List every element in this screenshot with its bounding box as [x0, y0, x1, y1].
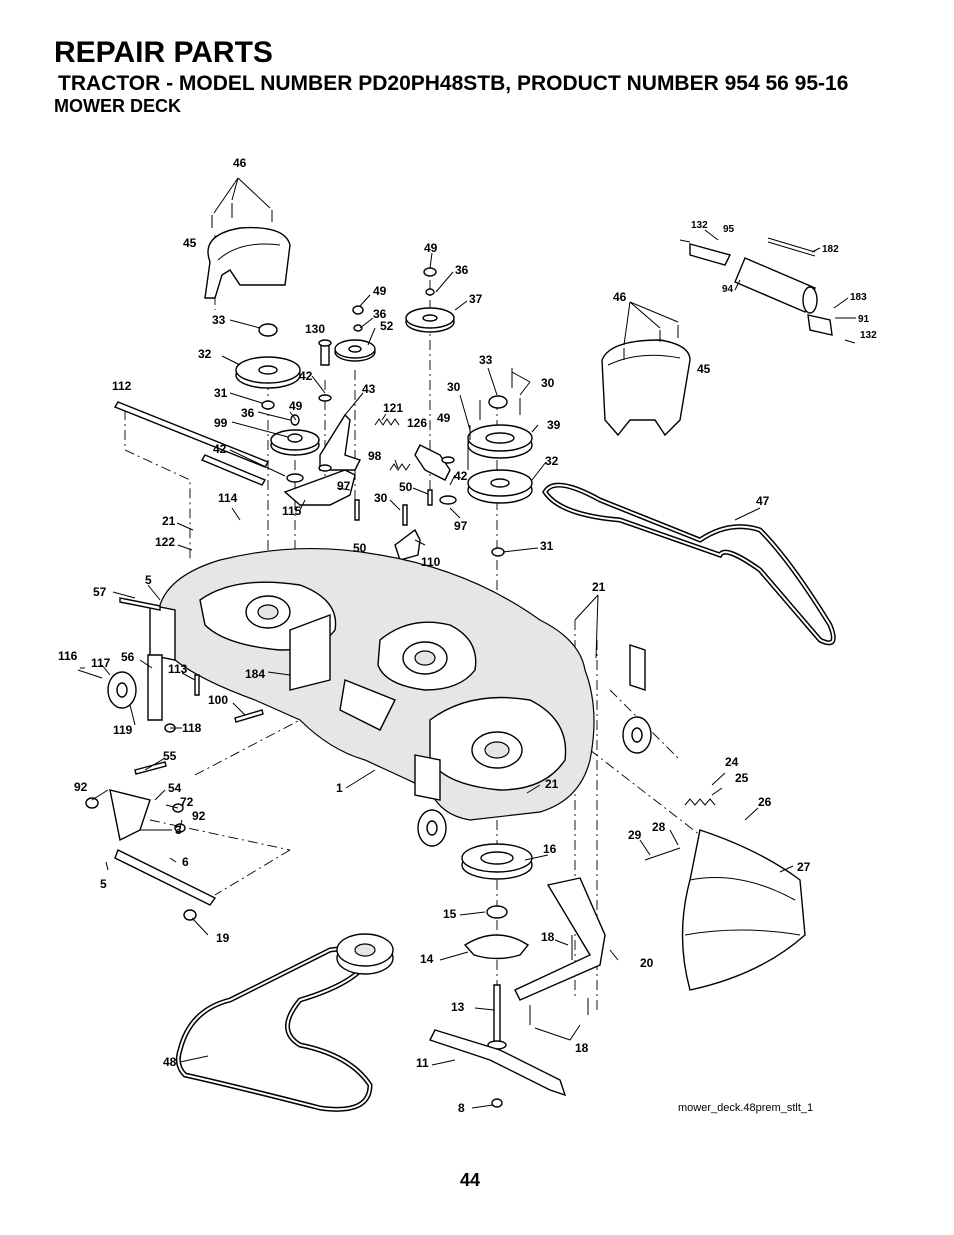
callout-label: 57 — [93, 585, 107, 599]
callout-label: 49 — [437, 411, 451, 425]
diagram-file-reference: mower_deck.48prem_stlt_1 — [678, 1102, 814, 1114]
callout-label: 49 — [289, 399, 303, 413]
callout-label: 19 — [216, 931, 230, 945]
callout-label: 13 — [451, 1000, 465, 1014]
callout-label: 30 — [447, 380, 461, 394]
callout-label: 36 — [241, 406, 255, 420]
callout-label: 182 — [822, 244, 839, 255]
callout-label: 50 — [399, 480, 413, 494]
callout-label: 37 — [469, 292, 483, 306]
callout-label: 116 — [58, 649, 78, 663]
callout-label: 21 — [162, 514, 176, 528]
callout-label: 126 — [407, 416, 427, 430]
callout-label: 36 — [455, 263, 469, 277]
callout-label: 42 — [213, 442, 227, 456]
callout-label: 8 — [458, 1101, 465, 1115]
callout-label: 25 — [735, 771, 749, 785]
callout-label: 29 — [628, 828, 642, 842]
callout-label: 110 — [421, 555, 441, 569]
callout-label: 42 — [299, 369, 313, 383]
callout-label: 20 — [640, 956, 654, 970]
callout-label: 54 — [168, 781, 182, 795]
callout-label: 117 — [91, 656, 111, 670]
diagram-artwork — [77, 177, 856, 1112]
callout-label: 46 — [233, 156, 247, 170]
callout-label: 31 — [540, 539, 554, 553]
callout-label: 95 — [723, 224, 735, 235]
callout-label: 32 — [545, 454, 559, 468]
callout-label: 119 — [113, 723, 133, 737]
callout-label: 99 — [214, 416, 228, 430]
callout-label: 97 — [337, 479, 351, 493]
callout-label: 18 — [541, 930, 555, 944]
callout-label: 121 — [383, 401, 403, 415]
callout-label: 114 — [218, 491, 238, 505]
callout-label: 112 — [112, 379, 132, 393]
callout-label: 98 — [368, 449, 382, 463]
callout-label: 16 — [543, 842, 557, 856]
callout-label: 21 — [545, 777, 559, 791]
callout-label: 47 — [756, 494, 770, 508]
callout-label: 6 — [182, 855, 189, 869]
callout-label: 32 — [198, 347, 212, 361]
callout-label: 122 — [155, 535, 175, 549]
callout-label: 33 — [212, 313, 226, 327]
callout-label: 11 — [416, 1056, 429, 1070]
callout-label: 33 — [479, 353, 493, 367]
callout-label: 31 — [214, 386, 228, 400]
callout-label: 183 — [850, 292, 867, 303]
callout-label: 92 — [74, 780, 88, 794]
callout-label: 5 — [145, 573, 152, 587]
callout-label: 113 — [168, 662, 188, 676]
callout-label: 14 — [420, 952, 434, 966]
section-heading: MOWER DECK — [54, 96, 181, 116]
callout-label: 26 — [758, 795, 772, 809]
callout-label: 49 — [373, 284, 387, 298]
callout-label: 132 — [691, 220, 708, 231]
callout-labels: 46 45 33 32 31 36 99 42 112 130 42 49 49… — [58, 156, 877, 1115]
callout-label: 39 — [547, 418, 561, 432]
callout-label: 52 — [380, 319, 394, 333]
callout-label: 21 — [592, 580, 606, 594]
callout-label: 48 — [163, 1055, 177, 1069]
callout-label: 50 — [353, 541, 367, 555]
callout-label: 91 — [858, 314, 870, 325]
callout-label: 30 — [541, 376, 555, 390]
callout-label: 43 — [362, 382, 376, 396]
callout-label: 118 — [182, 721, 202, 735]
callout-label: 42 — [454, 469, 468, 483]
callout-label: 72 — [180, 795, 194, 809]
callout-label: 115 — [282, 504, 302, 518]
callout-label: 100 — [208, 693, 228, 707]
callout-label: 5 — [100, 877, 107, 891]
callout-label: 1 — [336, 781, 343, 795]
page-number: 44 — [460, 1170, 481, 1190]
callout-label: 55 — [163, 749, 177, 763]
callout-label: 92 — [192, 809, 206, 823]
callout-label: 30 — [374, 491, 388, 505]
page-title: REPAIR PARTS — [54, 36, 273, 69]
callout-label: 27 — [797, 860, 811, 874]
callout-label: 15 — [443, 907, 457, 921]
callout-label: 45 — [183, 236, 197, 250]
callout-label: 24 — [725, 755, 739, 769]
callout-label: 130 — [305, 322, 325, 336]
callout-label: 18 — [575, 1041, 589, 1055]
callout-label: 46 — [613, 290, 627, 304]
callout-label: 49 — [424, 241, 438, 255]
callout-label: 45 — [697, 362, 711, 376]
callout-label: 184 — [245, 667, 265, 681]
model-subtitle: TRACTOR - MODEL NUMBER PD20PH48STB, PROD… — [58, 72, 849, 95]
callout-label: 97 — [454, 519, 468, 533]
callout-label: 132 — [860, 330, 877, 341]
callout-label: 3 — [175, 823, 182, 837]
callout-label: 56 — [121, 650, 135, 664]
callout-label: 28 — [652, 820, 666, 834]
callout-label: 36 — [373, 307, 387, 321]
callout-label: 94 — [722, 284, 734, 295]
